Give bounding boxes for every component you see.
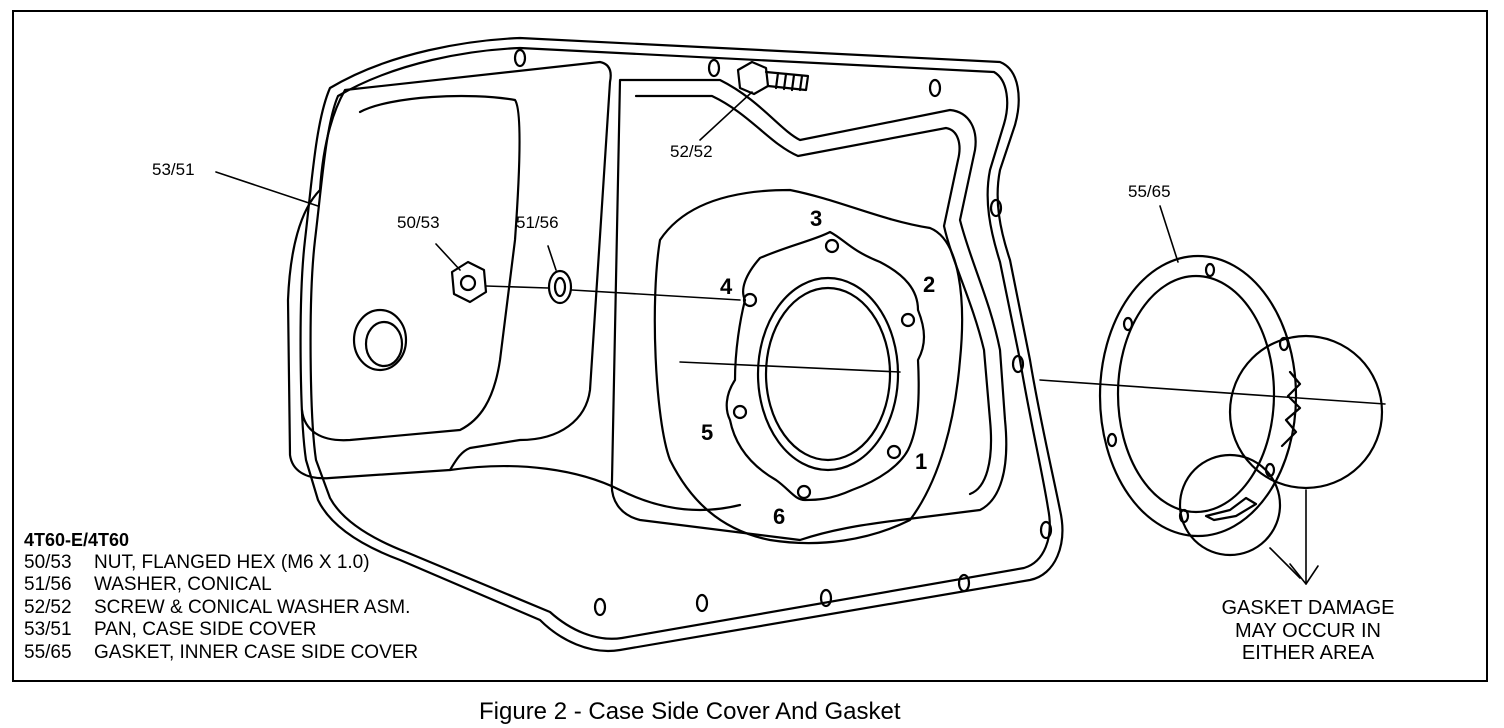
flanged-nut bbox=[450, 260, 488, 304]
bolt-seq-2: 2 bbox=[923, 272, 936, 297]
damage-zoom-circle-lower bbox=[1178, 453, 1282, 557]
callout-washer: 51/56 bbox=[516, 213, 559, 232]
legend-row: 50/53 NUT, FLANGED HEX (M6 X 1.0) bbox=[24, 552, 418, 575]
callout-pan: 53/51 bbox=[152, 160, 195, 179]
case-inner-wall bbox=[610, 78, 1008, 542]
plate-boss-rim bbox=[653, 188, 964, 545]
pan-drain-boss bbox=[352, 308, 408, 372]
bolt-seq-6: 6 bbox=[773, 504, 786, 529]
cover-plate-bore-inner bbox=[764, 286, 892, 462]
cover-outer-flange bbox=[299, 36, 1064, 653]
legend-model: 4T60-E/4T60 bbox=[24, 530, 130, 550]
damage-note-line: GASKET DAMAGE bbox=[1221, 597, 1395, 619]
callout-screw: 52/52 bbox=[670, 142, 713, 161]
legend-row: 53/51 PAN, CASE SIDE COVER bbox=[24, 619, 418, 642]
legend-row: 52/52 SCREW & CONICAL WASHER ASM. bbox=[24, 597, 418, 620]
legend-desc: WASHER, CONICAL bbox=[94, 574, 272, 596]
damage-note-line: EITHER AREA bbox=[1241, 642, 1375, 664]
legend-desc: SCREW & CONICAL WASHER ASM. bbox=[94, 596, 411, 618]
parts-legend: 4T60-E/4T60 50/53 NUT, FLANGED HEX (M6 X … bbox=[24, 529, 418, 665]
legend-desc: GASKET, INNER CASE SIDE COVER bbox=[94, 641, 419, 663]
cover-plate-bore bbox=[756, 276, 900, 472]
callout-gasket: 55/65 bbox=[1128, 182, 1171, 201]
pan-body bbox=[286, 60, 612, 480]
pan-inner-wall bbox=[300, 94, 521, 442]
bolt-seq-3: 3 bbox=[810, 206, 823, 231]
bolt-seq-4: 4 bbox=[720, 274, 733, 299]
damage-mark-lower bbox=[1204, 496, 1258, 522]
gasket bbox=[1098, 254, 1298, 538]
pan-drain-boss-inner bbox=[364, 320, 404, 368]
legend-row: 51/56 WASHER, CONICAL bbox=[24, 574, 418, 597]
legend-code: 51/56 bbox=[24, 574, 72, 596]
bolt-seq-5: 5 bbox=[701, 420, 714, 445]
case-inner-wall-2 bbox=[634, 94, 993, 496]
callout-nut: 50/53 bbox=[397, 213, 440, 232]
figure-frame bbox=[12, 10, 1488, 682]
legend-row: 55/65 GASKET, INNER CASE SIDE COVER bbox=[24, 642, 418, 665]
legend-code: 53/51 bbox=[24, 619, 72, 641]
legend-code: 55/65 bbox=[24, 641, 72, 663]
plate-bolt-holes bbox=[732, 238, 916, 500]
conical-washer bbox=[547, 269, 573, 305]
legend-desc: PAN, CASE SIDE COVER bbox=[94, 619, 317, 641]
cover-plate bbox=[725, 230, 926, 502]
gasket-damage-note: GASKET DAMAGE MAY OCCUR IN EITHER AREA bbox=[1188, 597, 1428, 665]
screw-asm bbox=[736, 60, 810, 96]
damage-note-line: MAY OCCUR IN bbox=[1235, 619, 1381, 642]
cover-inner-flange bbox=[309, 46, 1051, 640]
pan-floor-edge bbox=[448, 464, 742, 512]
legend-code: 50/53 bbox=[24, 551, 72, 573]
damage-zoom-circle-upper bbox=[1228, 334, 1384, 490]
legend-desc: NUT, FLANGED HEX (M6 X 1.0) bbox=[94, 551, 370, 573]
conical-washer-inner bbox=[553, 276, 567, 298]
leader-lines bbox=[215, 91, 1386, 585]
bolt-seq-1: 1 bbox=[915, 449, 928, 474]
damage-mark-upper bbox=[1280, 370, 1302, 448]
perimeter-bolt-holes bbox=[513, 48, 1053, 617]
figure-caption: Figure 2 - Case Side Cover And Gasket bbox=[479, 698, 901, 725]
legend-code: 52/52 bbox=[24, 596, 72, 618]
